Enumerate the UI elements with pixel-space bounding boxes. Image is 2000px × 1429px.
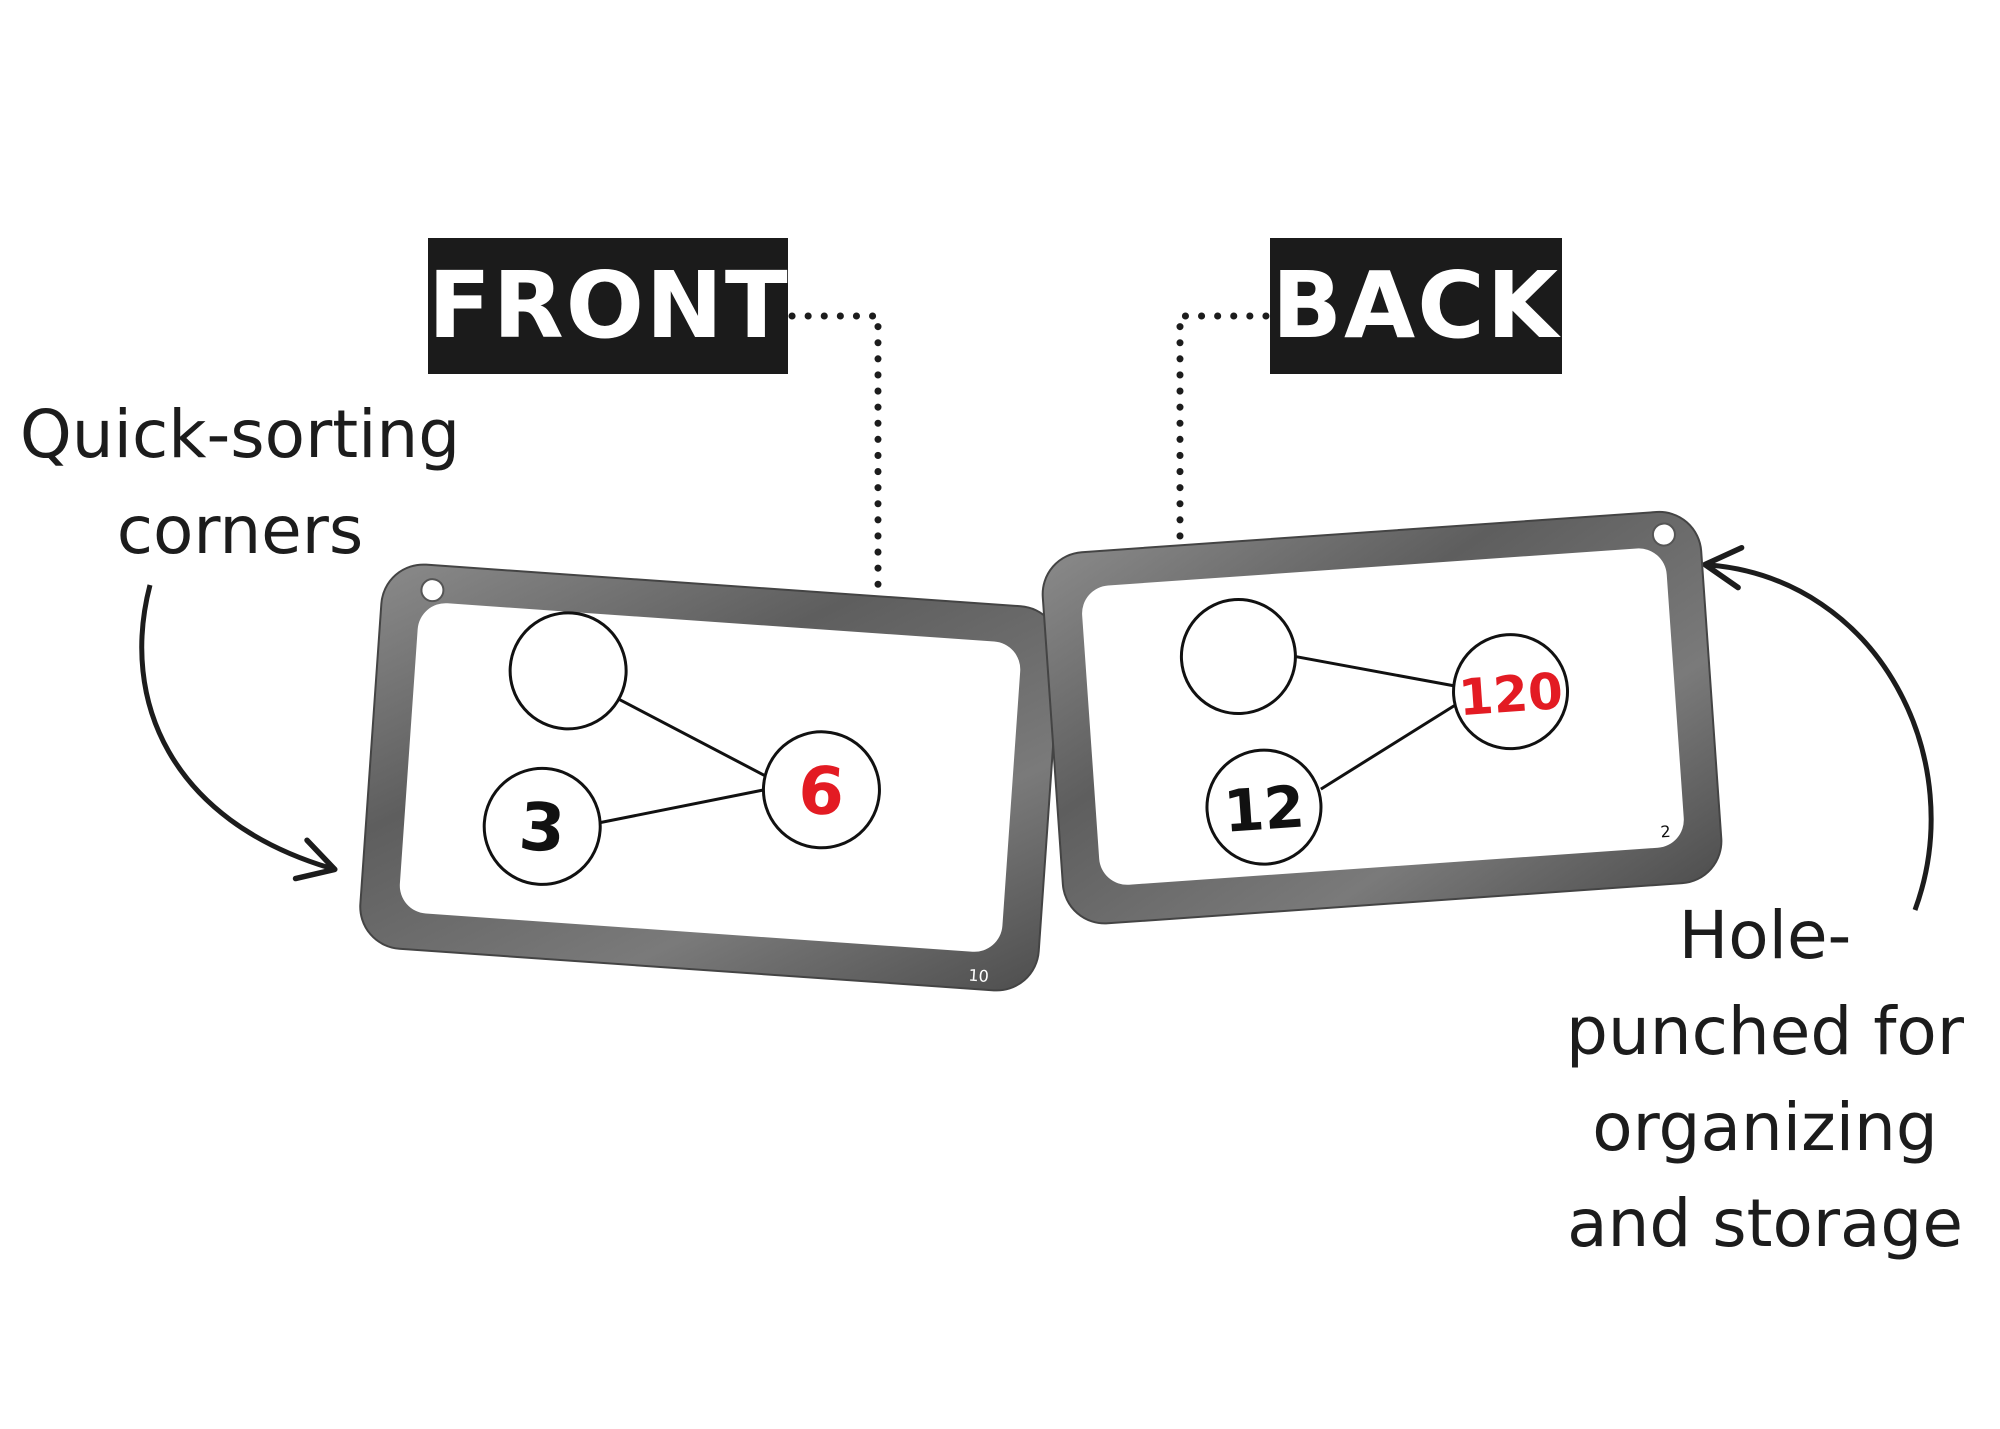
front-right-circle (761, 730, 881, 850)
front-bottom-circle (482, 766, 602, 886)
back-page-number: 2 (1660, 822, 1671, 842)
corners-callout: Quick-sorting corners (19, 396, 461, 569)
back-card: 12 120 2 (1041, 510, 1723, 925)
front-right-number: 6 (796, 751, 847, 831)
front-card-face (399, 603, 1021, 952)
back-right-circle (1452, 633, 1570, 751)
front-hole-punch (420, 578, 445, 603)
back-bottom-circle (1205, 748, 1323, 866)
hole-arrow (1702, 544, 1934, 911)
front-card: 3 6 © Edupress 10 (359, 563, 1061, 992)
corners-arrow (139, 584, 338, 882)
back-link-bottom (1320, 704, 1456, 791)
front-dotted-connector (788, 312, 882, 594)
front-top-circle (508, 611, 628, 731)
front-page-number: 10 (968, 966, 990, 986)
hole-callout: Hole- punched for organizing and storage (1566, 897, 1964, 1262)
front-link-top (618, 698, 766, 778)
back-card-face (1082, 548, 1684, 885)
front-label: FRONT (428, 238, 788, 374)
back-right-number: 120 (1457, 662, 1565, 727)
front-bottom-number: 3 (517, 788, 568, 868)
back-label: BACK (1270, 238, 1562, 374)
back-top-circle (1179, 598, 1297, 716)
back-bottom-number: 12 (1221, 772, 1306, 845)
back-link-top (1295, 655, 1454, 688)
back-dotted-connector (1176, 312, 1270, 552)
front-copyright: © Edupress (410, 897, 470, 912)
front-link-bottom (600, 788, 765, 824)
back-hole-punch (1651, 522, 1676, 547)
